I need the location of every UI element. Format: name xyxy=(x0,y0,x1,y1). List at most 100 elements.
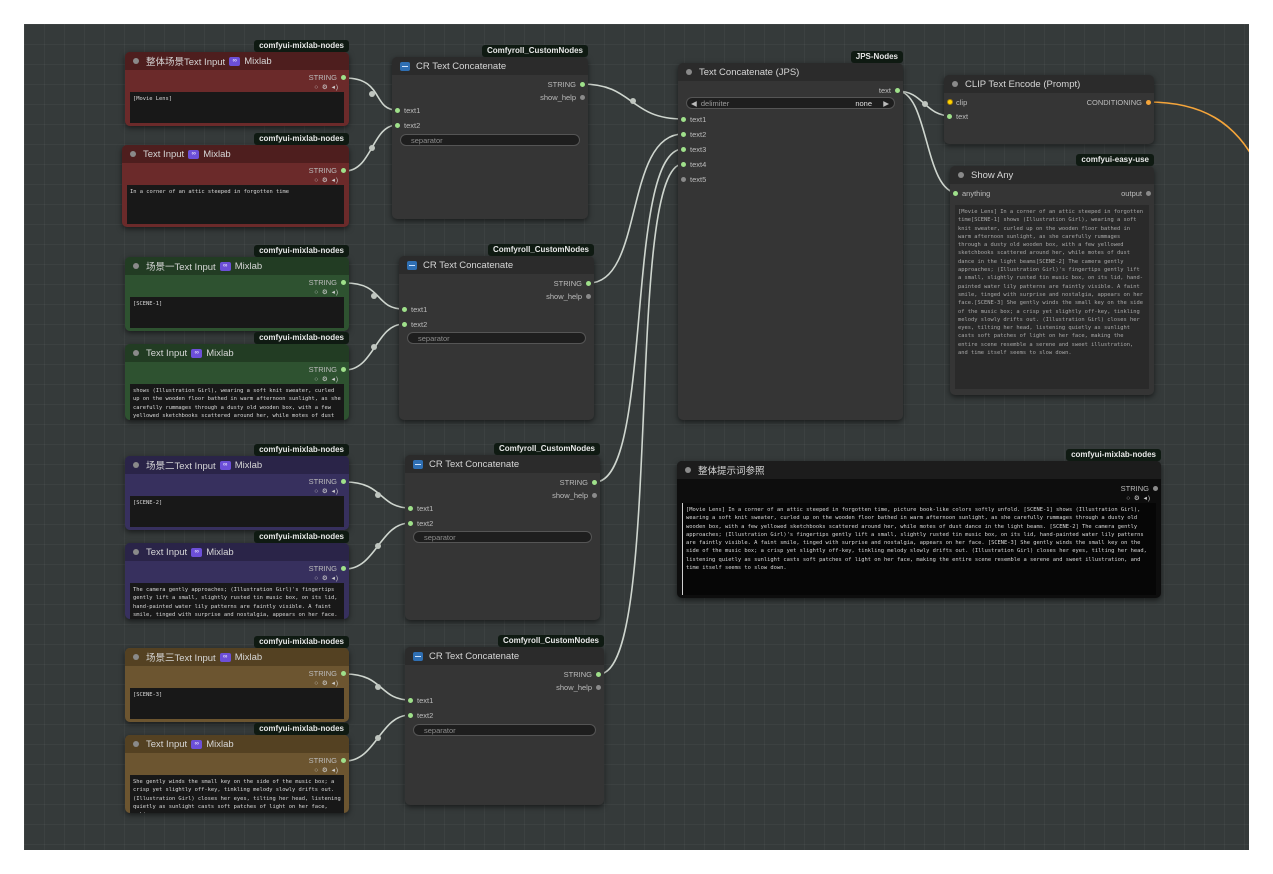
output-slot[interactable] xyxy=(592,480,597,485)
node-title-bar[interactable]: Text Input ∞ Mixlab xyxy=(125,344,349,362)
output-slot[interactable] xyxy=(341,367,346,372)
output-slot[interactable] xyxy=(580,82,585,87)
node-title-bar[interactable]: CLIP Text Encode (Prompt) xyxy=(944,75,1154,93)
scene1-text-input-detail-node[interactable]: comfyui-mixlab-nodes Text Input ∞ Mixlab… xyxy=(125,332,349,420)
cr-text-concatenate-node-4[interactable]: Comfyroll_CustomNodes CR Text Concatenat… xyxy=(405,635,604,805)
output-slot[interactable] xyxy=(341,758,346,763)
node-title-bar[interactable]: CR Text Concatenate xyxy=(405,455,600,473)
attic-text-input-node[interactable]: comfyui-mixlab-nodes Text Input ∞ Mixlab… xyxy=(122,133,349,227)
input-slot[interactable] xyxy=(953,191,958,196)
wire-string xyxy=(344,522,411,570)
node-title-bar[interactable]: 场景二Text Input ∞ Mixlab xyxy=(125,456,349,474)
graph-canvas[interactable]: comfyui-mixlab-nodes 整体场景Text Input ∞ Mi… xyxy=(24,24,1249,850)
arrow-left-icon[interactable]: ◀ xyxy=(691,99,697,108)
output-slot[interactable] xyxy=(341,168,346,173)
input-label: text xyxy=(956,112,969,121)
wire-conditioning xyxy=(1147,101,1249,153)
node-title-bar[interactable]: CR Text Concatenate xyxy=(399,256,594,274)
clip-text-encode-node[interactable]: CLIP Text Encode (Prompt) clip CONDITION… xyxy=(944,75,1154,144)
overall-scene-text-input-node[interactable]: comfyui-mixlab-nodes 整体场景Text Input ∞ Mi… xyxy=(125,40,349,126)
output-slot[interactable] xyxy=(341,75,346,80)
separator-input[interactable]: separator xyxy=(413,531,592,543)
separator-input[interactable]: separator xyxy=(413,724,596,736)
text-field[interactable]: shows (Illustration Girl), wearing a sof… xyxy=(130,384,344,420)
input-slot[interactable] xyxy=(681,117,686,122)
node-title-bar[interactable]: CR Text Concatenate xyxy=(392,57,588,75)
input-slot[interactable] xyxy=(395,108,400,113)
output-slot[interactable] xyxy=(596,672,601,677)
arrow-right-icon[interactable]: ▶ xyxy=(883,99,889,108)
text-field[interactable]: She gently winds the small key on the si… xyxy=(130,775,344,813)
output-slot[interactable] xyxy=(341,280,346,285)
input-slot[interactable] xyxy=(947,99,953,105)
node-title-bar[interactable]: Show Any xyxy=(950,166,1154,184)
preview-controls-icon[interactable]: ○ ⚙ ◂) xyxy=(314,488,339,495)
input-slot[interactable] xyxy=(681,132,686,137)
text-field[interactable]: [SCENE-3] xyxy=(130,688,344,719)
node-title-bar[interactable]: Text Concatenate (JPS) xyxy=(678,63,903,81)
node-title-bar[interactable]: 场景一Text Input ∞ Mixlab xyxy=(125,257,349,275)
scene3-text-input-node[interactable]: comfyui-mixlab-nodes 场景三Text Input ∞ Mix… xyxy=(125,636,349,722)
scene2-text-input-detail-node[interactable]: comfyui-mixlab-nodes Text Input ∞ Mixlab… xyxy=(125,531,349,619)
input-slot[interactable] xyxy=(681,147,686,152)
input-slot[interactable] xyxy=(402,322,407,327)
input-slot[interactable] xyxy=(681,162,686,167)
jps-text-concatenate-node[interactable]: JPS-Nodes Text Concatenate (JPS) text ◀ … xyxy=(678,51,903,420)
output-slot[interactable] xyxy=(341,566,346,571)
output-slot[interactable] xyxy=(1146,100,1151,105)
scene2-text-input-node[interactable]: comfyui-mixlab-nodes 场景二Text Input ∞ Mix… xyxy=(125,444,349,530)
input-slot[interactable] xyxy=(408,521,413,526)
input-slot[interactable] xyxy=(408,698,413,703)
separator-input[interactable]: separator xyxy=(407,332,586,344)
output-slot[interactable] xyxy=(580,95,585,100)
input-slot[interactable] xyxy=(395,123,400,128)
node-title-bar[interactable]: CR Text Concatenate xyxy=(405,647,604,665)
input-slot[interactable] xyxy=(947,114,952,119)
comfyroll-icon xyxy=(413,459,423,469)
input-slot[interactable] xyxy=(681,177,686,182)
scene3-text-input-detail-node[interactable]: comfyui-mixlab-nodes Text Input ∞ Mixlab… xyxy=(125,723,349,813)
delimiter-combo[interactable]: ◀ delimiter none ▶ xyxy=(686,97,895,109)
preview-controls-icon[interactable]: ○ ⚙ ◂) xyxy=(314,680,339,687)
separator-input[interactable]: separator xyxy=(400,134,580,146)
input-slot[interactable] xyxy=(402,307,407,312)
text-field[interactable]: [SCENE-2] xyxy=(130,496,344,527)
node-status-icon xyxy=(133,263,139,269)
text-field[interactable]: [Movie Lens] In a corner of an attic ste… xyxy=(682,503,1156,595)
cr-text-concatenate-node-1[interactable]: Comfyroll_CustomNodes CR Text Concatenat… xyxy=(392,45,588,219)
text-field[interactable]: The camera gently approaches; (Illustrat… xyxy=(130,583,344,619)
preview-controls-icon[interactable]: ○ ⚙ ◂) xyxy=(314,376,339,383)
node-title-bar[interactable]: Text Input ∞ Mixlab xyxy=(125,543,349,561)
preview-controls-icon[interactable]: ○ ⚙ ◂) xyxy=(1126,495,1151,502)
node-title-bar[interactable]: 场景三Text Input ∞ Mixlab xyxy=(125,648,349,666)
output-slot[interactable] xyxy=(341,479,346,484)
node-title-bar[interactable]: Text Input ∞ Mixlab xyxy=(125,735,349,753)
input-slot[interactable] xyxy=(408,506,413,511)
node-title-bar[interactable]: 整体场景Text Input ∞ Mixlab xyxy=(125,52,349,70)
node-title-bar[interactable]: 整体提示词参照 xyxy=(677,461,1161,479)
cr-text-concatenate-node-2[interactable]: Comfyroll_CustomNodes CR Text Concatenat… xyxy=(399,244,594,420)
cr-text-concatenate-node-3[interactable]: Comfyroll_CustomNodes CR Text Concatenat… xyxy=(405,443,600,620)
text-field[interactable]: [SCENE-1] xyxy=(130,297,344,328)
output-slot[interactable] xyxy=(1153,486,1158,491)
preview-controls-icon[interactable]: ○ ⚙ ◂) xyxy=(314,84,339,91)
output-slot[interactable] xyxy=(341,671,346,676)
scene1-text-input-node[interactable]: comfyui-mixlab-nodes 场景一Text Input ∞ Mix… xyxy=(125,245,349,331)
preview-controls-icon[interactable]: ○ ⚙ ◂) xyxy=(314,177,339,184)
input-slot[interactable] xyxy=(408,713,413,718)
text-field[interactable]: In a corner of an attic steeped in forgo… xyxy=(127,185,344,224)
preview-controls-icon[interactable]: ○ ⚙ ◂) xyxy=(314,575,339,582)
output-slot[interactable] xyxy=(1146,191,1151,196)
node-title: Text Input xyxy=(146,546,188,558)
preview-controls-icon[interactable]: ○ ⚙ ◂) xyxy=(314,767,339,774)
output-slot[interactable] xyxy=(895,88,900,93)
text-field[interactable]: [Movie Lens] xyxy=(130,92,344,123)
show-any-node[interactable]: comfyui-easy-use Show Any anything outpu… xyxy=(950,154,1154,395)
output-slot[interactable] xyxy=(596,685,601,690)
output-slot[interactable] xyxy=(592,493,597,498)
preview-controls-icon[interactable]: ○ ⚙ ◂) xyxy=(314,289,339,296)
node-title-bar[interactable]: Text Input ∞ Mixlab xyxy=(122,145,349,163)
overall-prompt-reference-node[interactable]: comfyui-mixlab-nodes 整体提示词参照 STRING ○ ⚙ … xyxy=(677,449,1161,598)
output-slot[interactable] xyxy=(586,281,591,286)
output-slot[interactable] xyxy=(586,294,591,299)
